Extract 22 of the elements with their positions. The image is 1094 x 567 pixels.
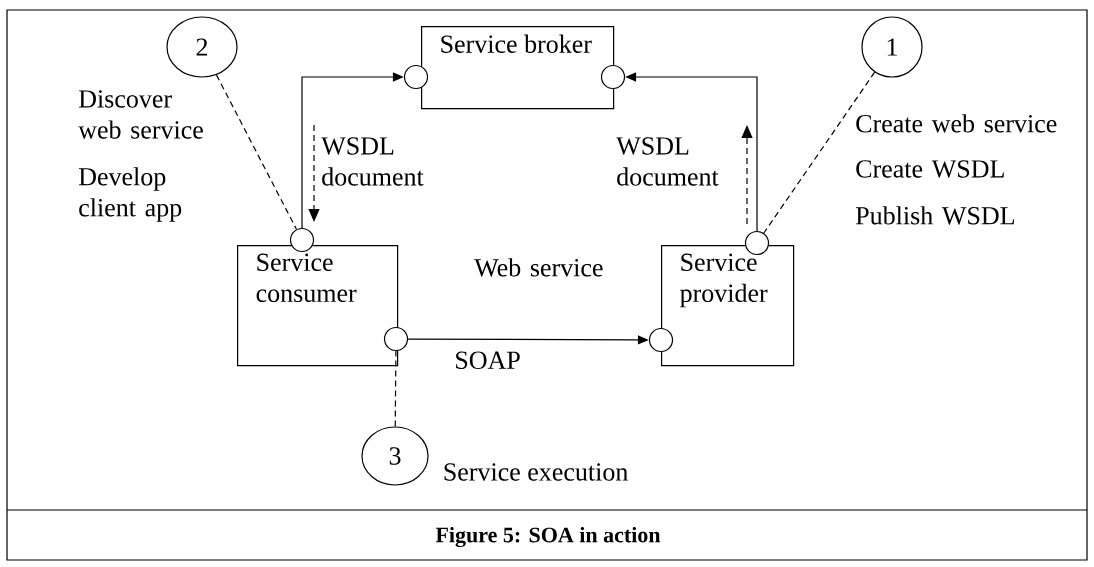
interface-circle: [600, 64, 626, 90]
edge-label: SOAP: [452, 349, 523, 371]
annotation-text: Web service: [474, 258, 603, 277]
annotation-text: Create web service: [856, 114, 1057, 133]
interface-circle: [289, 227, 315, 253]
interface-circle: [383, 326, 409, 352]
service-box: Service consumer: [237, 245, 399, 367]
figure-caption: Figure 5: SOA in action: [435, 526, 661, 548]
leader-line: [215, 74, 298, 230]
annotation-text: Create WSDL: [856, 160, 1004, 178]
annotation-text: Publish WSDL: [855, 206, 1014, 225]
interface-circle: [648, 327, 674, 353]
annotation-text: Develop client app: [78, 167, 182, 222]
step-label: Service execution: [444, 463, 628, 481]
leader-line: [763, 71, 876, 234]
interface-circle: [403, 64, 429, 90]
service-box: Service broker: [421, 26, 615, 110]
service-box: Service provider: [661, 245, 795, 367]
annotation-text: Discover web service: [78, 90, 203, 139]
leader-line: [394, 350, 397, 427]
annotation-text: WSDL document: [321, 137, 424, 186]
annotation-text: WSDL document: [616, 137, 719, 186]
